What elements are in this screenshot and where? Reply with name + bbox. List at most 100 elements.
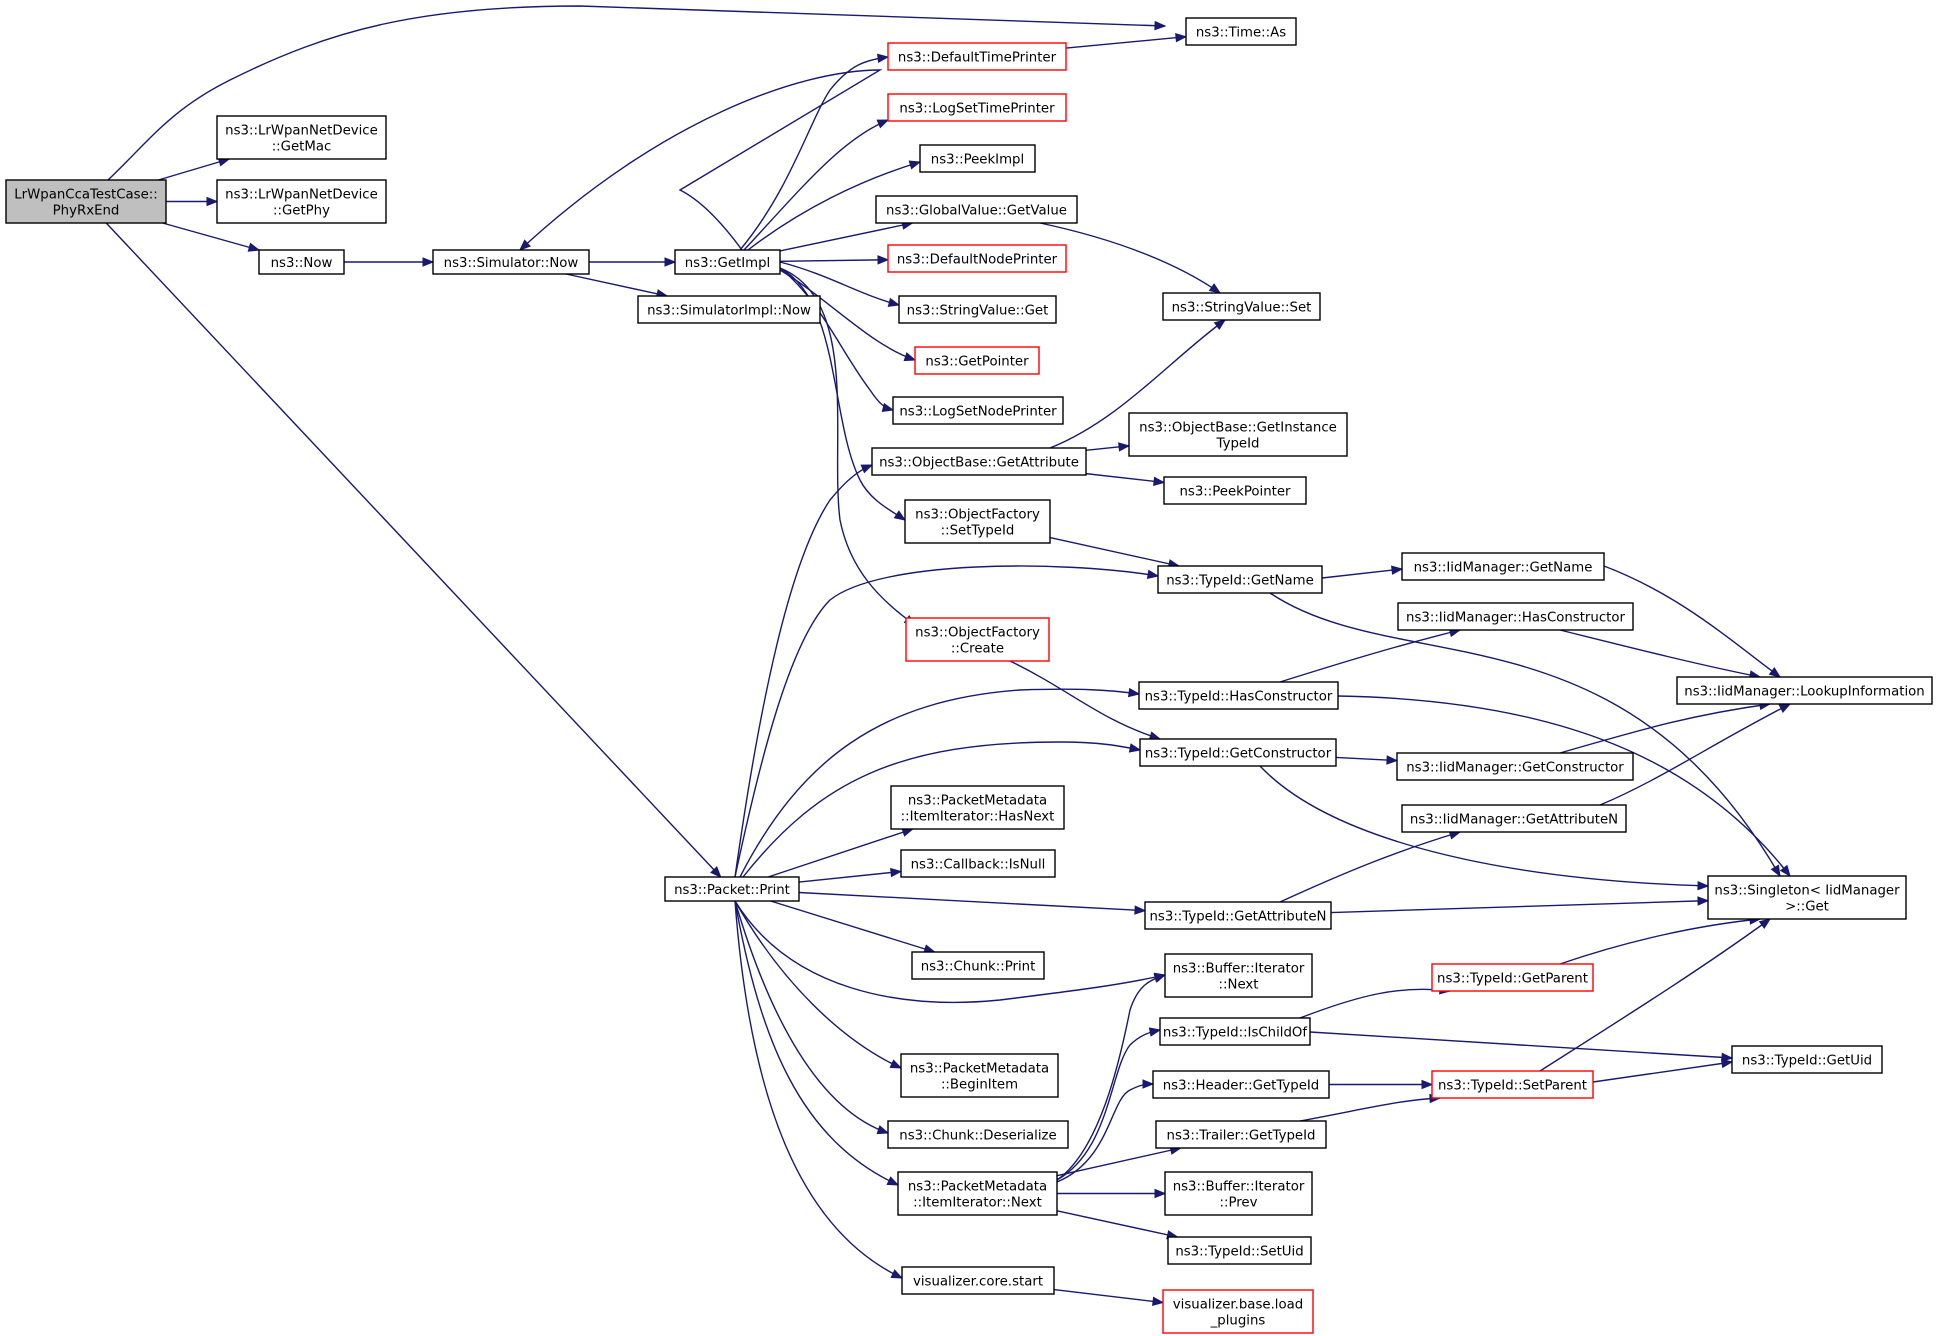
node-packetprint[interactable]: ns3::Packet::Print [664,876,800,902]
edge-typeidgetattrn-to-singletonget [1330,899,1709,914]
edge-getimpl-to-strvalget [779,261,900,306]
node-label: ns3::Trailer::GetTypeId [1167,1129,1316,1144]
arrowhead-objgetattr-to-strvalset [1213,319,1227,331]
node-bufitnext[interactable]: ns3::Buffer::Iterator::Next [1164,953,1313,998]
node-getphy[interactable]: ns3::LrWpanNetDevice::GetPhy [216,179,387,224]
node-label: _plugins [1210,1314,1266,1329]
node-typeidgetuid[interactable]: ns3::TypeId::GetUid [1731,1045,1883,1074]
node-root[interactable]: LrWpanCcaTestCase::PhyRxEnd [5,179,167,224]
node-headergettypeid[interactable]: ns3::Header::GetTypeId [1152,1070,1330,1099]
arrowhead-getimpl-to-peekimpl [908,160,922,170]
node-box [875,195,1078,224]
node-strvalget[interactable]: ns3::StringValue::Get [898,295,1057,324]
node-label: visualizer.base.load [1173,1298,1303,1313]
node-box [1162,1289,1314,1334]
node-label: ns3::SimulatorImpl::Now [647,304,811,319]
arrowhead-typeidgetcons-to-singletonget [1697,880,1710,891]
arrowhead-globalgetvalue-to-strvalset [1208,283,1222,294]
node-typeidischildof[interactable]: ns3::TypeId::IsChildOf [1159,1017,1311,1046]
arrowhead-typeidgetattrn-to-singletonget [1697,896,1710,906]
edges-layer [105,5,1792,1307]
edge-typeidischildof-to-typeidgetuid [1309,1031,1733,1059]
node-iidgetname[interactable]: ns3::IidManager::GetName [1401,552,1605,581]
node-globalgetvalue[interactable]: ns3::GlobalValue::GetValue [875,195,1078,224]
node-simimplnow[interactable]: ns3::SimulatorImpl::Now [637,295,821,324]
arrowhead-iidgetattrn-to-iidlookup [1778,703,1792,714]
node-chunkdeser[interactable]: ns3::Chunk::Deserialize [887,1120,1069,1149]
node-pmbeginitem[interactable]: ns3::PacketMetadata::BeginItem [900,1053,1059,1098]
node-logsettimeprinter[interactable]: ns3::LogSetTimePrinter [887,93,1067,122]
node-defnodeprinter[interactable]: ns3::DefaultNodePrinter [887,244,1067,273]
edge-getimpl-to-logsettimeprinter [743,119,889,251]
node-objfactcreate[interactable]: ns3::ObjectFactory::Create [905,617,1050,662]
arrowhead-objgetattr-to-objgetinsttypeid [1118,442,1131,452]
arrowhead-typeidgetname-to-singletonget [1770,864,1781,878]
node-now[interactable]: ns3::Now [258,249,345,275]
node-label: ns3::IidManager::GetConstructor [1406,761,1624,776]
node-iidhascons[interactable]: ns3::IidManager::HasConstructor [1397,602,1634,631]
node-label: ns3::LogSetTimePrinter [899,102,1055,117]
node-typeidsetuid[interactable]: ns3::TypeId::SetUid [1167,1236,1312,1265]
node-pmitnext[interactable]: ns3::PacketMetadata::ItemIterator::Next [897,1171,1058,1216]
arrowhead-packetprint-to-vizcorestart [890,1269,904,1279]
node-label: ns3::LrWpanNetDevice [225,124,378,139]
node-label: ns3::GlobalValue::GetValue [886,204,1067,219]
node-vizcorestart[interactable]: visualizer.core.start [901,1266,1055,1295]
node-typeidgetname[interactable]: ns3::TypeId::GetName [1157,565,1323,594]
node-label: ns3::TypeId::GetAttributeN [1150,910,1327,925]
node-label: ns3::GetImpl [685,256,770,271]
edge-objfactcreate-to-typeidgetcons [1009,660,1161,740]
arrowhead-packetprint-to-typeidgetattrn [1134,905,1147,915]
node-box [1676,676,1933,705]
node-peekimpl[interactable]: ns3::PeekImpl [919,144,1036,173]
node-box [1155,1120,1327,1149]
node-label: ns3::PeekImpl [931,153,1024,168]
node-label: visualizer.core.start [913,1275,1043,1290]
node-label: ns3::Singleton< IidManager [1714,884,1900,899]
node-simnow[interactable]: ns3::Simulator::Now [432,249,590,275]
edge-vizcorestart-to-vizbaseload [1053,1288,1164,1304]
node-box [5,179,167,224]
node-iidlookup[interactable]: ns3::IidManager::LookupInformation [1676,676,1933,705]
node-trailergettypeid[interactable]: ns3::Trailer::GetTypeId [1155,1120,1327,1149]
node-label: ns3::IidManager::LookupInformation [1684,685,1924,700]
node-typeidgetattrn[interactable]: ns3::TypeId::GetAttributeN [1144,901,1332,930]
node-logsetnodeprinter[interactable]: ns3::LogSetNodePrinter [892,396,1064,425]
node-label: ns3::PacketMetadata [908,794,1047,809]
arrowhead-packetprint-to-typeidhascons [1127,687,1141,698]
node-objgetattr[interactable]: ns3::ObjectBase::GetAttribute [871,447,1087,476]
node-label: ns3::Simulator::Now [444,256,579,271]
node-typeidhascons[interactable]: ns3::TypeId::HasConstructor [1138,681,1339,710]
node-typeidgetparent[interactable]: ns3::TypeId::GetParent [1431,963,1594,992]
node-label: ns3::IidManager::GetAttributeN [1410,813,1618,828]
edge-packetprint-to-typeidgetcons [742,741,1141,878]
edge-packetprint-to-pmitnext [734,900,899,1186]
node-singletonget[interactable]: ns3::Singleton< IidManager >::Get [1707,875,1907,920]
edge-getimpl-to-simnow [519,69,883,251]
node-label: ns3::ObjectBase::GetAttribute [879,456,1079,471]
node-pmhasnext[interactable]: ns3::PacketMetadata::ItemIterator::HasNe… [890,785,1065,830]
node-vizbaseload[interactable]: visualizer.base.load_plugins [1162,1289,1314,1334]
node-label: ns3::TypeId::HasConstructor [1145,690,1333,705]
node-getimpl[interactable]: ns3::GetImpl [674,249,781,275]
arrowhead-typeidgetname-to-iidgetname [1391,565,1404,575]
node-typeidsetparent[interactable]: ns3::TypeId::SetParent [1431,1070,1594,1099]
node-iidgetcons[interactable]: ns3::IidManager::GetConstructor [1396,752,1634,781]
node-box [890,785,1065,830]
node-objfactsettypeid[interactable]: ns3::ObjectFactory::SetTypeId [904,499,1051,544]
node-iidgetattrn[interactable]: ns3::IidManager::GetAttributeN [1401,804,1627,833]
node-peekpointer[interactable]: ns3::PeekPointer [1163,476,1307,505]
node-getmac[interactable]: ns3::LrWpanNetDevice::GetMac [216,115,387,160]
node-bufitprev[interactable]: ns3::Buffer::Iterator::Prev [1164,1171,1313,1216]
node-getpointer[interactable]: ns3::GetPointer [914,346,1040,375]
node-chunkprint[interactable]: ns3::Chunk::Print [911,951,1045,980]
node-strvalset[interactable]: ns3::StringValue::Set [1162,292,1321,321]
node-deftimeprinter[interactable]: ns3::DefaultTimePrinter [887,42,1067,71]
node-label: ns3::Chunk::Deserialize [899,1129,1056,1144]
node-cbisnull[interactable]: ns3::Callback::IsNull [900,849,1056,878]
node-typeidgetcons[interactable]: ns3::TypeId::GetConstructor [1139,738,1337,767]
edge-iidgetname-to-iidlookup [1603,565,1781,678]
node-box [258,249,345,275]
node-timeas[interactable]: ns3::Time::As [1185,17,1297,46]
